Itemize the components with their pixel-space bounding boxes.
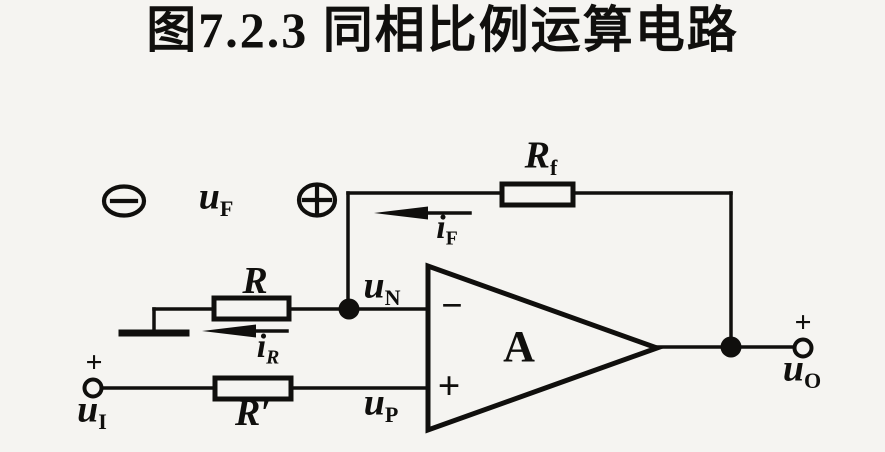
- resistor-rprime: [212, 375, 294, 402]
- current-arrow-ir-icon: [202, 324, 289, 338]
- label-base: R: [524, 134, 551, 177]
- current-arrow-if-icon: [374, 206, 472, 220]
- label-sub: f: [550, 155, 558, 181]
- label-sub: I: [98, 409, 107, 435]
- opamp-gain-label: A: [503, 322, 535, 371]
- opamp-noninverting-input-sign: +: [437, 363, 461, 408]
- circled-plus-icon: [296, 182, 338, 218]
- opamp-triangle: [425, 262, 665, 434]
- label-base: R′: [234, 392, 272, 434]
- label-input-voltage: uI: [77, 391, 107, 434]
- label-sub: F: [219, 196, 234, 222]
- opamp-inverting-input-sign: −: [441, 285, 463, 327]
- node-inverting: [338, 298, 360, 320]
- label-sub: R: [266, 346, 280, 369]
- figure-title: 图7.2.3 同相比例运算电路: [146, 2, 739, 58]
- label-base: i: [256, 327, 267, 365]
- label-balance-resistor: R′: [235, 394, 271, 432]
- label-resistor-current: iR: [256, 327, 280, 369]
- label-feedback-voltage: uF: [199, 178, 234, 221]
- label-output-voltage: uO: [783, 350, 821, 393]
- label-base: u: [363, 381, 385, 424]
- label-feedback-current: iF: [436, 208, 458, 250]
- circled-minus-icon: [101, 184, 147, 218]
- label-base: u: [198, 175, 220, 218]
- node-output: [720, 336, 742, 358]
- input-polarity-plus: +: [85, 346, 103, 379]
- label-inverting-node-voltage: uN: [363, 267, 400, 310]
- label-base: u: [363, 264, 385, 307]
- label-base: i: [436, 208, 446, 246]
- label-base: R: [242, 260, 268, 302]
- resistor-r: [211, 295, 292, 322]
- label-sub: O: [804, 368, 822, 394]
- label-noninverting-node-voltage: uP: [364, 384, 399, 427]
- terminal-output: [792, 337, 814, 359]
- label-sub: N: [384, 285, 401, 311]
- label-base: u: [77, 388, 99, 431]
- label-input-resistor: R: [242, 262, 267, 300]
- label-sub: F: [445, 227, 458, 250]
- output-polarity-plus: +: [794, 306, 812, 339]
- resistor-rf: [499, 181, 576, 208]
- label-base: u: [782, 347, 804, 390]
- label-feedback-resistor: Rf: [525, 137, 558, 180]
- label-sub: P: [384, 402, 399, 428]
- terminal-input: [82, 377, 104, 399]
